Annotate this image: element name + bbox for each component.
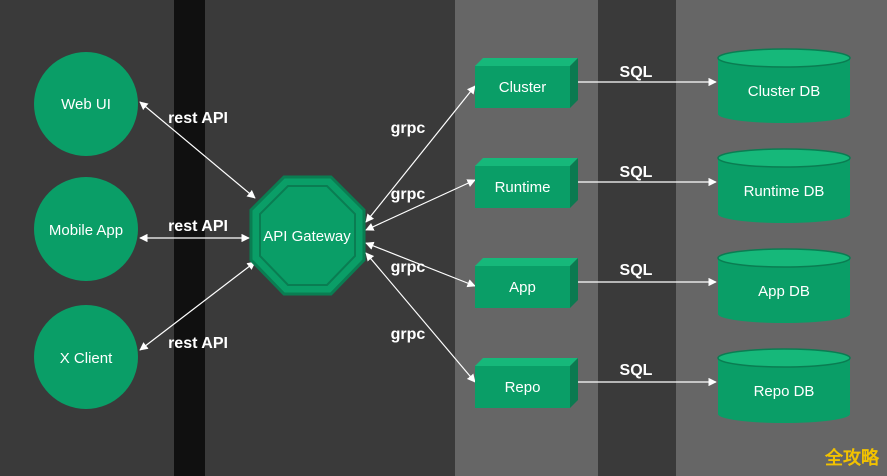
cube-icon — [475, 166, 570, 208]
cube-icon — [475, 66, 570, 108]
service-cluster: Cluster — [475, 58, 578, 108]
edge-gateway-repo — [365, 252, 476, 383]
cube-top-face — [475, 58, 578, 66]
service-label: Repo — [505, 379, 541, 396]
client-label: Web UI — [61, 96, 111, 113]
api-gateway: API Gateway — [249, 175, 366, 296]
service-runtime: Runtime — [475, 158, 578, 208]
edge-label-sql-4: SQL — [620, 362, 653, 379]
edge-label-grpc-3: grpc — [391, 259, 426, 276]
edge-label-rest-api-1: rest API — [168, 110, 228, 127]
edge-label-rest-api-3: rest API — [168, 335, 228, 352]
cylinder-top — [717, 348, 851, 368]
edge-gateway-runtime — [365, 179, 476, 231]
client-label: Mobile App — [49, 222, 123, 239]
circle-icon — [34, 305, 138, 409]
database-clusterdb: Cluster DB — [717, 48, 851, 123]
edge-label-sql-2: SQL — [620, 164, 653, 181]
service-label: Runtime — [495, 179, 551, 196]
cube-top-face — [475, 158, 578, 166]
cube-top-face — [475, 258, 578, 266]
database-label: Repo DB — [754, 383, 815, 400]
edge-web-gateway — [139, 101, 256, 199]
edge-label-grpc-1: grpc — [391, 120, 426, 137]
cylinder-top — [717, 48, 851, 68]
cube-icon — [475, 266, 570, 308]
edge-label-rest-api-2: rest API — [168, 218, 228, 235]
edge-label-sql-1: SQL — [620, 64, 653, 81]
cube-top-face — [475, 358, 578, 366]
service-label: Cluster — [499, 79, 547, 96]
database-label: Cluster DB — [748, 83, 821, 100]
edge-xclient-gateway — [139, 261, 256, 351]
cube-side-face — [570, 58, 578, 108]
edge-label-grpc-4: grpc — [391, 326, 426, 343]
service-repo: Repo — [475, 358, 578, 408]
cube-side-face — [570, 358, 578, 408]
gateway-label: API Gateway — [263, 228, 351, 245]
edge-label-sql-3: SQL — [620, 262, 653, 279]
circle-icon — [34, 177, 138, 281]
cylinder-icon — [718, 158, 850, 223]
octagon-icon — [249, 175, 366, 296]
cylinder-icon — [718, 258, 850, 323]
edge-label-grpc-2: grpc — [391, 186, 426, 203]
cylinder-top — [717, 248, 851, 268]
cylinder-icon — [718, 58, 850, 123]
cube-icon — [475, 366, 570, 408]
database-repodb: Repo DB — [717, 348, 851, 423]
database-runtimedb: Runtime DB — [717, 148, 851, 223]
cube-side-face — [570, 258, 578, 308]
cylinder-icon — [718, 358, 850, 423]
database-appdb: App DB — [717, 248, 851, 323]
database-label: App DB — [758, 283, 810, 300]
cube-side-face — [570, 158, 578, 208]
watermark: 全攻略 — [825, 448, 879, 469]
service-label: App — [509, 279, 536, 296]
service-app: App — [475, 258, 578, 308]
cylinder-top — [717, 148, 851, 168]
client-mobile-app: Mobile App — [34, 177, 138, 281]
circle-icon — [34, 52, 138, 156]
octagon-inner-ring — [259, 185, 356, 286]
client-label: X Client — [60, 350, 113, 367]
client-web-ui: Web UI — [34, 52, 138, 156]
database-label: Runtime DB — [744, 183, 825, 200]
client-x-client: X Client — [34, 305, 138, 409]
